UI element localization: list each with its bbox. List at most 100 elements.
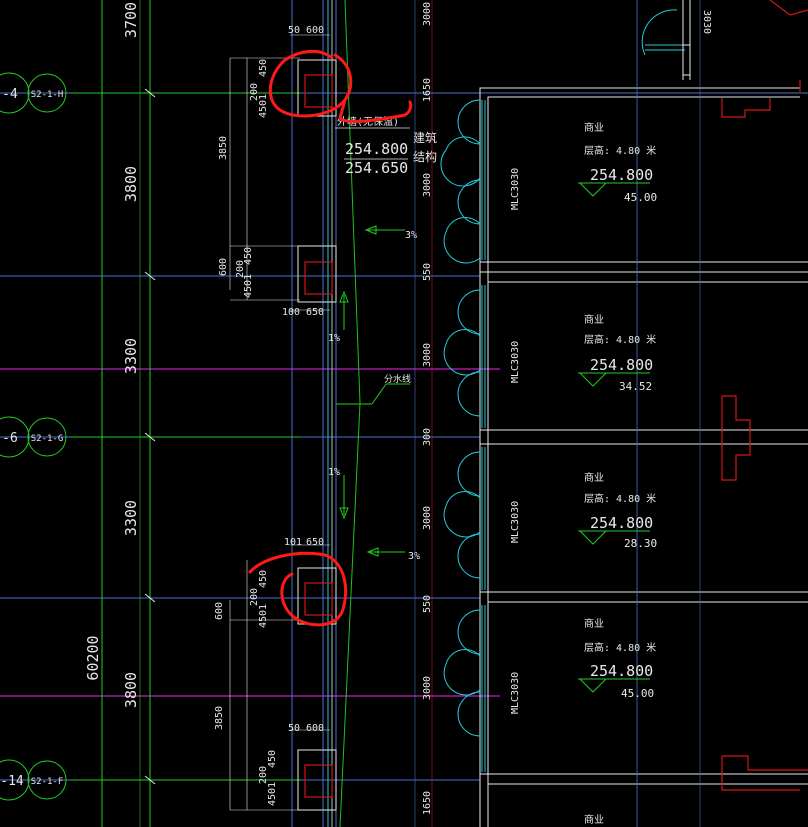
svg-text:3000: 3000 xyxy=(422,343,433,367)
axis-bubble-num: -6 xyxy=(2,431,18,446)
axis-bubble-num: -4 xyxy=(2,87,18,102)
svg-text:1%: 1% xyxy=(328,467,340,478)
storefront-walls xyxy=(479,87,808,827)
svg-text:层高: 4.80 米: 层高: 4.80 米 xyxy=(584,641,656,654)
room-1[interactable]: 商业 层高: 4.80 米 254.800 45.00 MLC3030 xyxy=(510,121,657,210)
svg-text:4501: 4501 xyxy=(267,782,278,806)
axis-bubble-code: S2-1-F xyxy=(31,777,64,787)
left-dimension-chain xyxy=(101,0,156,827)
svg-text:3000: 3000 xyxy=(422,2,433,26)
svg-text:商业: 商业 xyxy=(584,813,604,826)
axis-bubble-h[interactable]: -4 S2-1-H xyxy=(0,72,67,114)
svg-text:1%: 1% xyxy=(328,333,340,344)
left-dim-v3: 3300 xyxy=(122,338,140,374)
svg-text:3850: 3850 xyxy=(214,706,225,730)
svg-text:商业: 商业 xyxy=(584,471,604,484)
svg-text:3%: 3% xyxy=(408,551,420,562)
svg-text:3%: 3% xyxy=(405,230,417,241)
door-swings xyxy=(440,9,685,737)
svg-text:550: 550 xyxy=(422,595,433,613)
svg-text:50: 50 xyxy=(288,723,300,734)
right-red-columns xyxy=(721,395,808,791)
svg-text:3000: 3000 xyxy=(422,676,433,700)
axis-bubble-f[interactable]: -14 S2-1-F xyxy=(0,759,67,801)
left-dim-v5: 3800 xyxy=(122,672,140,708)
arch-elevation: 254.800 xyxy=(345,140,408,158)
top-right-structure: 3030 xyxy=(636,0,808,827)
svg-text:450: 450 xyxy=(258,59,269,77)
svg-text:600: 600 xyxy=(218,258,229,276)
horizontal-axis-lines xyxy=(0,92,808,781)
arch-label: 建筑 xyxy=(413,130,437,145)
svg-text:1650: 1650 xyxy=(422,78,433,102)
column-4[interactable] xyxy=(297,749,337,811)
svg-text:MLC3030: MLC3030 xyxy=(510,341,521,383)
column-1[interactable] xyxy=(297,59,337,117)
svg-text:600: 600 xyxy=(306,723,324,734)
svg-text:650: 650 xyxy=(306,307,324,318)
svg-text:层高: 4.80 米: 层高: 4.80 米 xyxy=(584,333,656,346)
slope-arrow-3: 1% xyxy=(328,467,349,520)
svg-text:450: 450 xyxy=(243,247,254,265)
svg-text:MLC3030: MLC3030 xyxy=(510,501,521,543)
svg-text:254.800: 254.800 xyxy=(590,166,653,184)
struct-label: 结构 xyxy=(413,149,437,164)
svg-text:200: 200 xyxy=(235,260,246,278)
slope-arrow-1: 3% xyxy=(364,225,417,241)
column-2[interactable] xyxy=(297,245,337,303)
svg-text:200: 200 xyxy=(249,588,260,606)
svg-text:254.800: 254.800 xyxy=(590,514,653,532)
svg-text:45.00: 45.00 xyxy=(624,191,657,204)
left-dim-v2: 3800 xyxy=(122,166,140,202)
svg-text:254.800: 254.800 xyxy=(590,356,653,374)
room-2[interactable]: 商业 层高: 4.80 米 254.800 34.52 MLC3030 xyxy=(510,313,656,393)
axis-bubble-code: S2-1-H xyxy=(31,90,64,100)
axis-bubble-num: -14 xyxy=(0,774,24,789)
svg-text:600: 600 xyxy=(306,25,324,36)
red-markup-circle-bottom xyxy=(248,551,348,627)
svg-text:34.52: 34.52 xyxy=(619,380,652,393)
svg-text:50: 50 xyxy=(288,25,300,36)
axis-bubble-code: S2-1-G xyxy=(31,434,64,444)
middle-dimension-chain: 3000 1650 3000 550 3000 300 3000 550 300… xyxy=(414,0,433,827)
svg-text:4501: 4501 xyxy=(258,94,269,118)
svg-text:600: 600 xyxy=(214,602,225,620)
wall-lines xyxy=(229,0,361,827)
divide-line-annotation: 分水线 xyxy=(336,373,411,405)
svg-text:商业: 商业 xyxy=(584,617,604,630)
svg-text:商业: 商业 xyxy=(584,121,604,134)
svg-text:550: 550 xyxy=(422,263,433,281)
svg-text:200: 200 xyxy=(258,766,269,784)
slope-arrow-4: 3% xyxy=(366,547,420,562)
left-dim-v4: 3300 xyxy=(122,500,140,536)
room-3[interactable]: 商业 层高: 4.80 米 254.800 28.30 MLC3030 xyxy=(510,471,657,550)
svg-text:MLC3030: MLC3030 xyxy=(510,168,521,210)
svg-text:650: 650 xyxy=(306,537,324,548)
svg-text:分水线: 分水线 xyxy=(384,373,411,385)
svg-text:4501: 4501 xyxy=(258,604,269,628)
svg-text:3000: 3000 xyxy=(422,506,433,530)
svg-text:28.30: 28.30 xyxy=(624,537,657,550)
slope-arrow-2: 1% xyxy=(328,290,349,344)
svg-text:1650: 1650 xyxy=(422,791,433,815)
svg-text:450: 450 xyxy=(267,750,278,768)
struct-elevation: 254.650 xyxy=(345,159,408,177)
storefront-glazing xyxy=(481,100,486,772)
left-dim-total: 60200 xyxy=(84,635,102,680)
svg-text:3850: 3850 xyxy=(218,136,229,160)
axis-bubble-g[interactable]: -6 S2-1-G xyxy=(0,416,67,458)
room-5[interactable]: 商业 xyxy=(584,813,604,826)
red-markup-circle-top xyxy=(268,50,413,123)
slab-fold-line xyxy=(339,0,361,827)
svg-text:450: 450 xyxy=(258,570,269,588)
svg-text:101: 101 xyxy=(284,537,302,548)
room-4[interactable]: 商业 层高: 4.80 米 254.800 45.00 MLC3030 xyxy=(510,617,656,714)
svg-text:MLC3030: MLC3030 xyxy=(510,672,521,714)
svg-text:3000: 3000 xyxy=(422,173,433,197)
svg-text:100: 100 xyxy=(282,307,300,318)
column-3[interactable] xyxy=(297,567,337,625)
svg-text:45.00: 45.00 xyxy=(621,687,654,700)
column-dimensions: 50 600 450 200 4501 3850 600 450 200 450… xyxy=(214,25,324,806)
